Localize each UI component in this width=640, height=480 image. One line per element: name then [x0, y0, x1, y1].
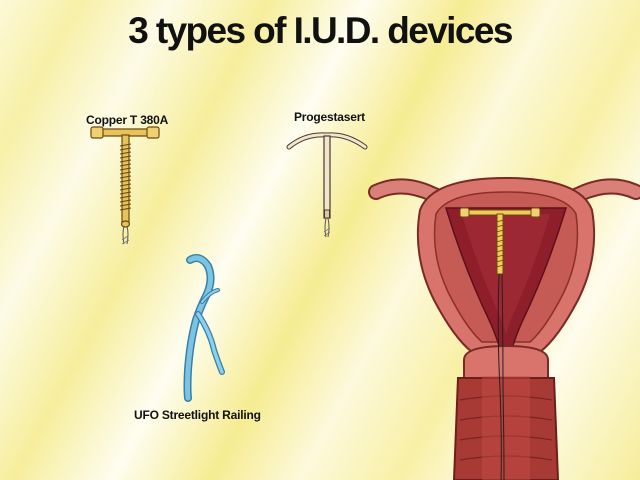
copper-t-label: Copper T 380A	[86, 113, 169, 127]
streetlight-railing-icon	[183, 254, 225, 402]
streetlight-railing-label: UFO Streetlight Railing	[134, 408, 261, 422]
slide-title: 3 types of I.U.D. devices	[128, 10, 513, 51]
progestasert-iud-icon	[286, 132, 368, 238]
uterus-with-iud-icon	[368, 176, 640, 480]
copper-t-iud-icon	[90, 126, 160, 245]
progestasert-label: Progestasert	[294, 110, 365, 124]
